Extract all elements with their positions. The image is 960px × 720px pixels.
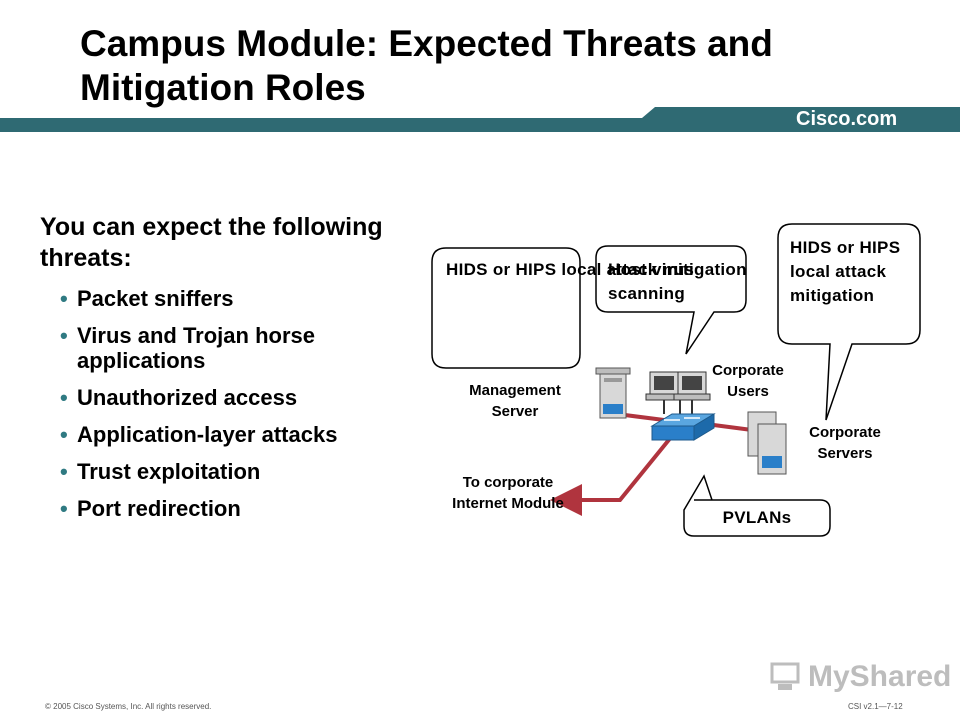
callout-bubble-right xyxy=(777,223,921,421)
callout-left-text: HIDS or HIPS local attack mitigation xyxy=(446,260,747,279)
watermark-text: MyShared xyxy=(808,660,952,693)
callout-bubble-left xyxy=(431,247,581,369)
list-item: Port redirection xyxy=(60,496,410,521)
servers-icon xyxy=(747,411,787,475)
callout-bubble-bottom xyxy=(683,474,831,537)
corporate-servers-label: Corporate Servers xyxy=(809,424,881,462)
callout-middle-text: Host virus scanning xyxy=(608,260,695,303)
lead-text: You can expect the following threats: xyxy=(40,213,383,272)
callout-right-text: HIDS or HIPS local attack mitigation xyxy=(790,238,901,305)
corporate-users-label: Corporate Users xyxy=(712,362,784,400)
threat-list: Packet sniffers Virus and Trojan horse a… xyxy=(60,286,410,533)
header-band xyxy=(0,107,960,132)
list-item: Trust exploitation xyxy=(60,459,410,484)
page-reference: CSI v2.1—7-12 xyxy=(848,702,903,711)
slide-title: Campus Module: Expected Threats and Miti… xyxy=(80,23,773,108)
internet-module-label: To corporate Internet Module xyxy=(452,474,564,512)
server-icon xyxy=(595,367,631,419)
list-item: Packet sniffers xyxy=(60,286,410,311)
brand-label: Cisco.com xyxy=(796,108,898,130)
copyright-text: © 2005 Cisco Systems, Inc. All rights re… xyxy=(45,702,212,711)
callout-bottom-text: PVLANs xyxy=(722,508,792,527)
list-item: Unauthorized access xyxy=(60,385,410,410)
workstation-icon xyxy=(645,371,711,414)
callout-bubble-middle xyxy=(595,245,747,355)
management-server-label: Management Server xyxy=(469,382,561,420)
list-item: Application-layer attacks xyxy=(60,422,410,447)
switch-icon xyxy=(650,413,716,441)
watermark-icon xyxy=(770,662,800,690)
list-item: Virus and Trojan horse applications xyxy=(60,323,410,373)
